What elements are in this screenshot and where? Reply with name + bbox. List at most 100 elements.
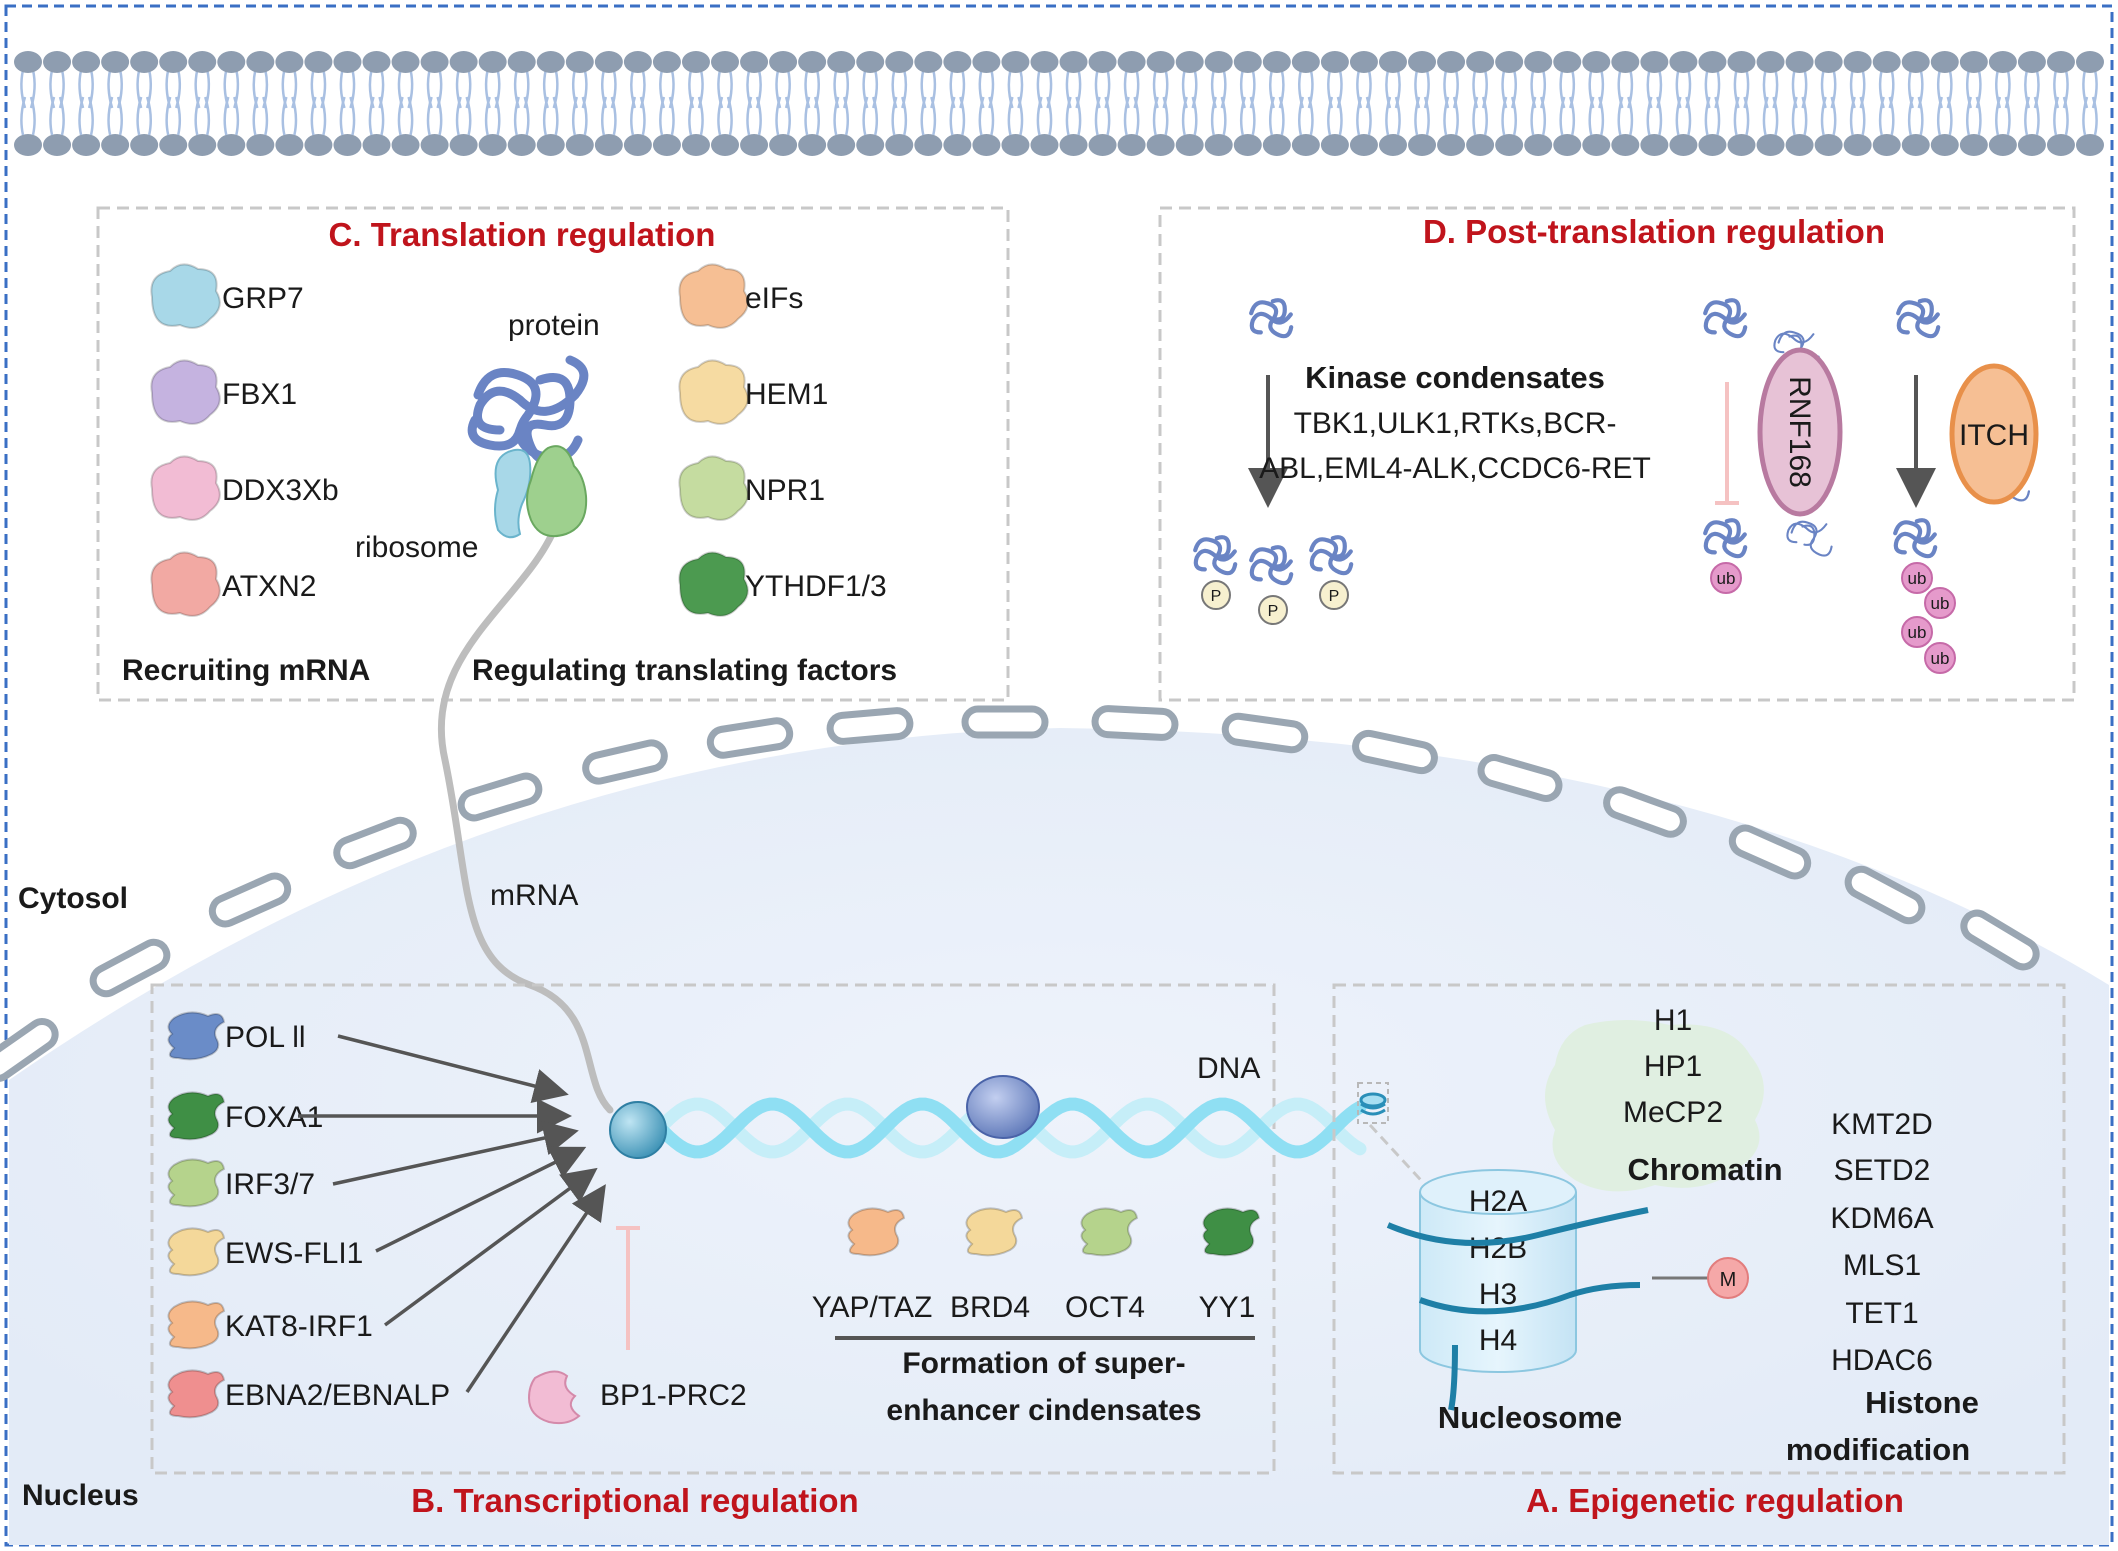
super-enhancer-label: OCT4: [1065, 1291, 1145, 1324]
chromatin-label: Chromatin: [1628, 1152, 1783, 1187]
zoom-box: [1357, 1082, 1389, 1124]
methyl-circle: [1707, 1257, 1749, 1299]
super-enhancer-label: YAP/TAZ: [812, 1291, 933, 1324]
protein-label: DDX3Xb: [222, 474, 339, 507]
chromatin-cloud: [1545, 1020, 1764, 1192]
protein-tangle-icon: [1896, 298, 1941, 339]
zoom-connector: [1368, 1123, 1432, 1192]
se-caption-2: enhancer cindensates: [886, 1394, 1201, 1427]
phosphate-label: P: [1268, 603, 1279, 620]
phosphate-label: P: [1211, 588, 1222, 605]
dna-label: DNA: [1197, 1052, 1260, 1085]
histone-modifier-label: MLS1: [1843, 1249, 1921, 1282]
chromatin-protein-label: H1: [1654, 1004, 1692, 1037]
ubiquitin-circle: [1924, 587, 1956, 619]
bp1-prc2-icon: [527, 1370, 581, 1425]
mrna-strand: [437, 516, 614, 1114]
factor-arrow: [337, 1034, 569, 1104]
rnf168-ellipse: [1757, 347, 1843, 517]
transcription-factor-icon: [167, 1369, 226, 1419]
ubiquitin-label: ub: [1931, 649, 1950, 668]
protein-blob-icon: [678, 551, 749, 617]
cytosol-label: Cytosol: [18, 882, 128, 915]
nucleosome-label: Nucleosome: [1438, 1400, 1622, 1435]
protein-label: protein: [508, 309, 600, 342]
factor-arrow: [332, 1120, 579, 1186]
phosphate-circle: [1319, 580, 1349, 610]
panel-a-box: [1332, 983, 2066, 1475]
protein-blob-icon: [150, 551, 221, 617]
ribosome-large-subunit-icon: [526, 445, 588, 538]
panel-a-title: A. Epigenetic regulation: [1526, 1482, 1904, 1519]
dna-wrap-2: [1418, 1282, 1641, 1315]
chromatin-protein-label: HP1: [1644, 1050, 1702, 1083]
protein-tangle-icon: [1193, 535, 1238, 576]
kinase-line-2: ABL,EML4-ALK,CCDC6-RET: [1259, 452, 1651, 485]
panel-b-title: B. Transcriptional regulation: [411, 1482, 858, 1519]
protein-blob-icon: [678, 455, 749, 521]
phosphate-circle: [1201, 580, 1231, 610]
factor-arrow: [465, 1184, 606, 1393]
protein-tangle-icon: [1309, 535, 1354, 576]
nuclear-envelope: [0, 705, 2040, 1082]
regulating-factors-label: Regulating translating factors: [472, 654, 897, 687]
protein-blob-icon: [678, 359, 749, 425]
transcription-factor-label: EWS-FLI1: [225, 1237, 363, 1270]
protein-label: HEM1: [745, 378, 828, 411]
transcription-factor-label: IRF3/7: [225, 1168, 315, 1201]
histone-label: H3: [1479, 1278, 1517, 1311]
phosphate-circle: [1258, 595, 1288, 625]
itch-label: ITCH: [1959, 419, 2029, 452]
protein-label: NPR1: [745, 474, 825, 507]
promoter-ball: [609, 1101, 667, 1159]
transcription-factor-label: KAT8-IRF1: [225, 1310, 373, 1343]
super-enhancer-protein-icon: [1080, 1207, 1139, 1257]
ubiquitin-label: ub: [1931, 594, 1950, 613]
chromatin-protein-label: MeCP2: [1623, 1096, 1723, 1129]
ubiquitin-circle: [1924, 642, 1956, 674]
protein-blob-icon: [150, 455, 221, 521]
phosphate-label: P: [1329, 588, 1340, 605]
ubiquitin-circle: [1710, 562, 1742, 594]
panel-c-title: C. Translation regulation: [329, 216, 716, 253]
protein-tangle-icon: [1249, 545, 1294, 586]
transcription-factor-icon: [167, 1011, 226, 1061]
histone-modifier-label: SETD2: [1834, 1154, 1931, 1187]
factor-arrows: [298, 1034, 606, 1393]
super-enhancer-label: BRD4: [950, 1291, 1030, 1324]
cell-membrane: [14, 51, 2104, 156]
transcription-factor-icon: [167, 1158, 226, 1208]
ribosome-small-subunit-icon: [494, 448, 532, 539]
protein-tangle-icon: [1249, 298, 1294, 339]
protein-label: ATXN2: [222, 570, 316, 603]
super-enhancer-protein-icon: [965, 1207, 1024, 1257]
transcription-factor-label: EBNA2/EBNALP: [225, 1379, 450, 1412]
super-enhancer-protein-icon: [1202, 1207, 1261, 1257]
transcription-factor-icon: [167, 1300, 226, 1350]
nucleus-region: [9, 728, 2109, 1545]
transcription-factor-list: POL llFOXA1IRF3/7EWS-FLI1KAT8-IRF1EBNA2/…: [167, 1011, 450, 1419]
histone-modifier-label: KMT2D: [1831, 1108, 1933, 1141]
protein-label: YTHDF1/3: [745, 570, 887, 603]
histone-modifier-label: HDAC6: [1831, 1344, 1933, 1377]
ubiquitin-label: ub: [1908, 623, 1927, 642]
panel-d-title: D. Post-translation regulation: [1423, 213, 1885, 250]
transcription-factor-icon: [167, 1091, 226, 1141]
protein-tangle-icon: [1893, 518, 1938, 559]
recruiting-mrna-label: Recruiting mRNA: [122, 654, 370, 687]
transcription-factor-icon: [167, 1227, 226, 1277]
factor-arrow: [375, 1146, 587, 1253]
ubiquitin-circle: [1901, 562, 1933, 594]
protein-label: eIFs: [745, 282, 803, 315]
mrna-label: mRNA: [490, 879, 578, 912]
dna-wrap-1: [1386, 1207, 1649, 1246]
methyl-label: M: [1720, 1269, 1737, 1291]
ubiquitin-label: ub: [1717, 569, 1736, 588]
super-enhancer-protein-icon: [847, 1207, 906, 1257]
protein-blob-icon: [150, 359, 221, 425]
